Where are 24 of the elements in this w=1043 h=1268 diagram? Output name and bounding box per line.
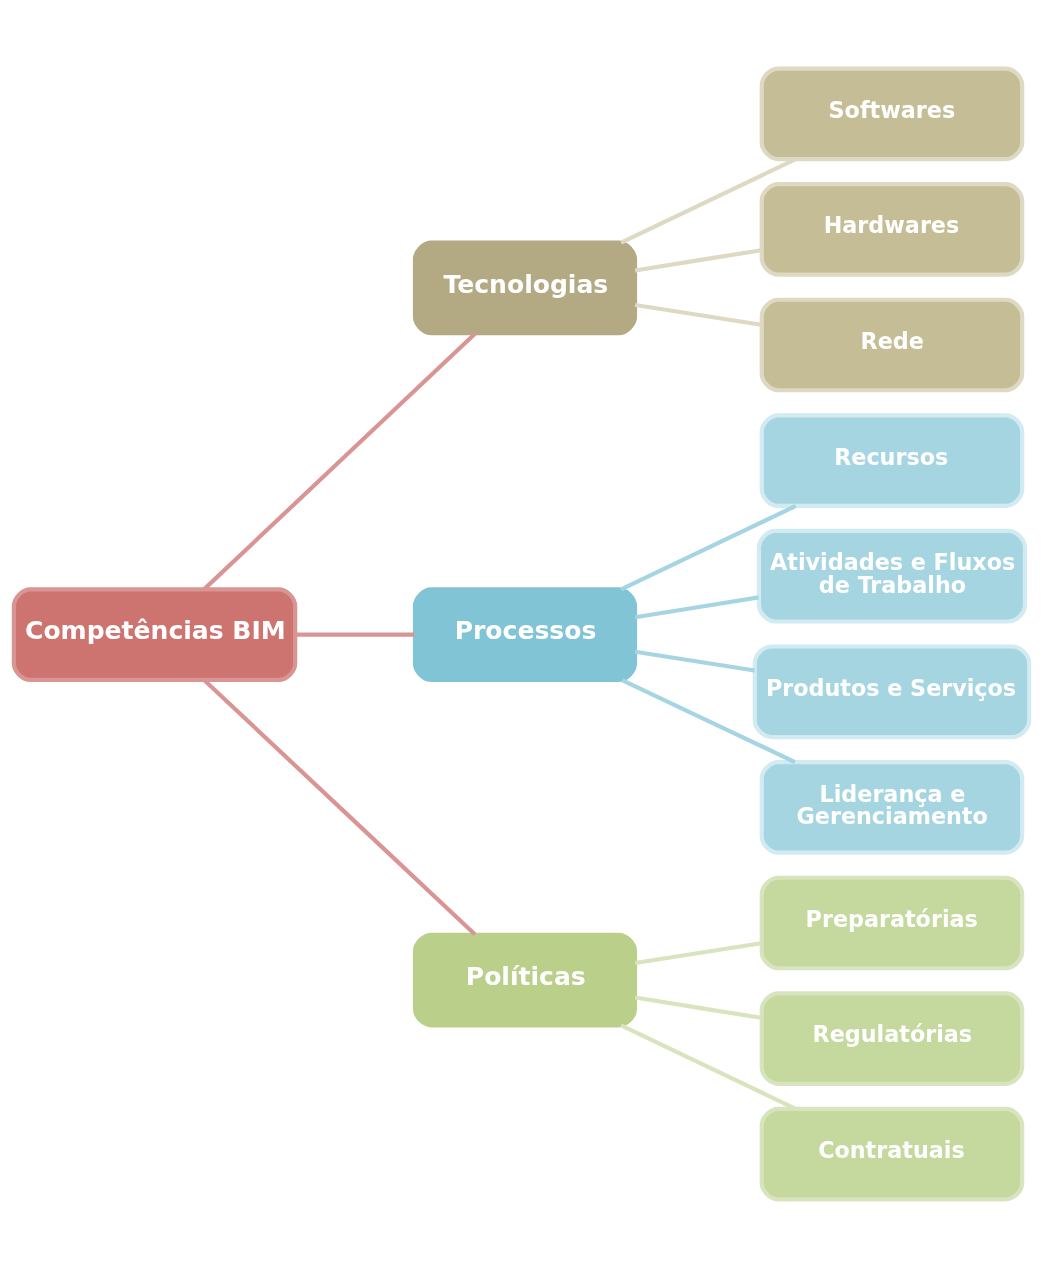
node-box: Rede xyxy=(759,297,1025,393)
node-box: Softwares xyxy=(759,66,1025,162)
node-box: Processos xyxy=(412,587,638,683)
connector xyxy=(634,995,762,1020)
connector xyxy=(634,941,762,966)
connector xyxy=(634,248,762,273)
connector xyxy=(621,678,796,764)
node-box: Contratuais xyxy=(759,1106,1025,1202)
node-box: Produtos e Serviços xyxy=(752,644,1032,740)
connector xyxy=(202,331,477,591)
connector xyxy=(634,649,755,673)
connector xyxy=(620,504,797,592)
connector xyxy=(295,632,415,637)
node-box: Hardwares xyxy=(759,182,1025,277)
node-box: Liderança e Gerenciamento xyxy=(759,760,1025,855)
connector xyxy=(634,302,762,327)
connector xyxy=(634,595,759,620)
node-box: Atividades e Fluxos de Trabalho xyxy=(756,528,1028,624)
node-box: Tecnologias xyxy=(412,240,638,336)
node-box: Recursos xyxy=(759,413,1025,508)
node-box: Preparatórias xyxy=(759,875,1025,971)
node-box: Políticas xyxy=(412,932,638,1028)
node-box: Competências BIM xyxy=(11,587,298,683)
node-box: Regulatórias xyxy=(759,991,1025,1086)
